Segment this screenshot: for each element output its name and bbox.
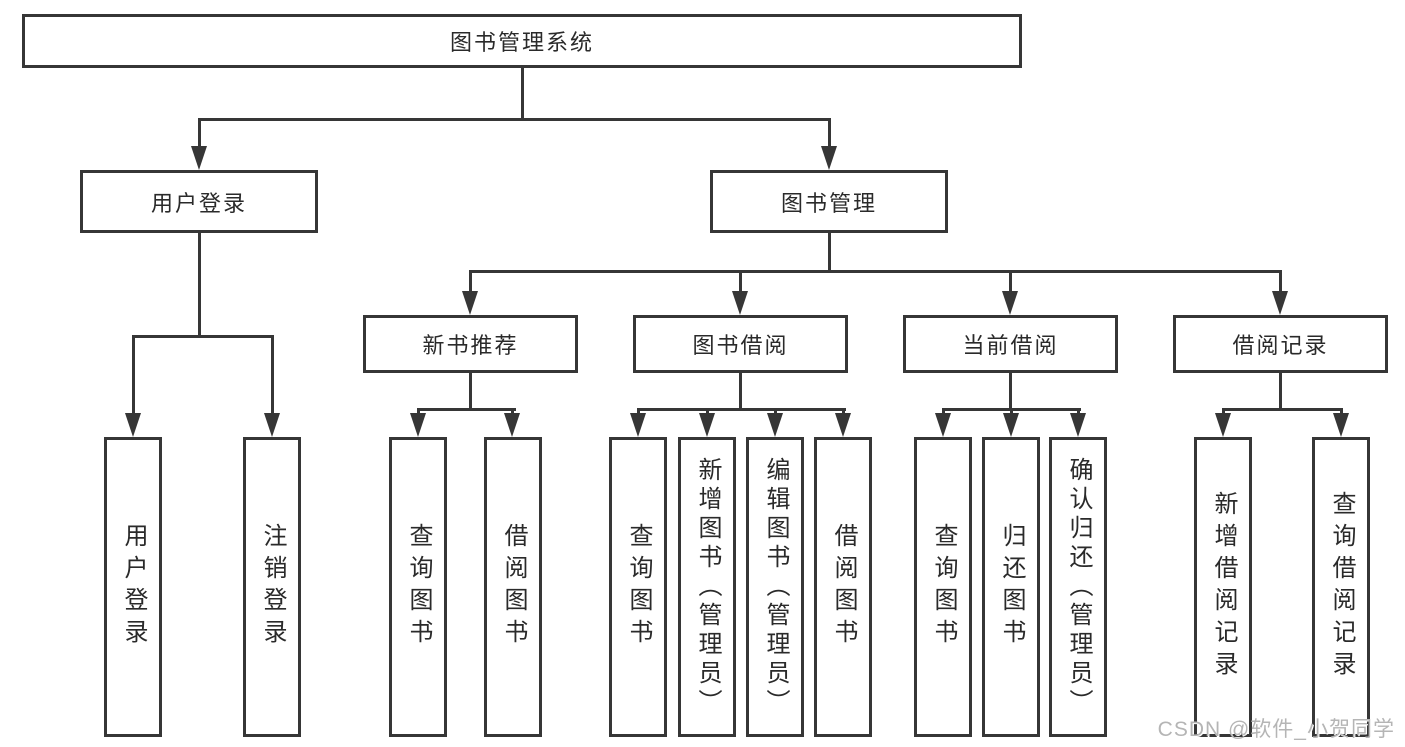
leaf-cb-return-books: 归还图书 bbox=[982, 437, 1040, 737]
node-root: 图书管理系统 bbox=[22, 14, 1022, 68]
connector-line bbox=[739, 270, 742, 293]
connector-line bbox=[469, 270, 472, 293]
leaf-user-login: 用户登录 bbox=[104, 437, 162, 737]
connector-line bbox=[198, 233, 201, 335]
connector-line bbox=[637, 408, 640, 416]
node-user-login: 用户登录 bbox=[80, 170, 318, 233]
connector-line bbox=[1009, 270, 1012, 293]
connector-line bbox=[828, 233, 831, 272]
connector-line bbox=[132, 335, 135, 415]
arrow-head bbox=[699, 413, 715, 437]
connector-line bbox=[1279, 270, 1282, 293]
connector-line bbox=[469, 373, 472, 410]
connector-line bbox=[417, 408, 516, 411]
arrow-head bbox=[935, 413, 951, 437]
arrow-head bbox=[835, 413, 851, 437]
arrow-head bbox=[1003, 413, 1019, 437]
arrow-head bbox=[1002, 291, 1018, 315]
connector-line bbox=[1010, 408, 1013, 416]
connector-line bbox=[198, 118, 831, 121]
leaf-logout: 注销登录 bbox=[243, 437, 301, 737]
connector-line bbox=[1222, 408, 1343, 411]
arrow-head bbox=[125, 413, 141, 437]
node-borrow-records: 借阅记录 bbox=[1173, 315, 1388, 373]
leaf-nb-borrow-books: 借阅图书 bbox=[484, 437, 542, 737]
arrow-head bbox=[191, 146, 207, 170]
node-book-borrowing: 图书借阅 bbox=[633, 315, 848, 373]
connector-line bbox=[521, 68, 524, 118]
node-current-borrowing: 当前借阅 bbox=[903, 315, 1118, 373]
connector-line bbox=[706, 408, 709, 416]
connector-line bbox=[1340, 408, 1343, 416]
connector-line bbox=[469, 270, 1282, 273]
node-new-book-recommend: 新书推荐 bbox=[363, 315, 578, 373]
connector-line bbox=[1222, 408, 1225, 416]
leaf-br-query-record: 查询借阅记录 bbox=[1312, 437, 1370, 737]
arrow-head bbox=[264, 413, 280, 437]
arrow-head bbox=[1215, 413, 1231, 437]
connector-line bbox=[637, 408, 846, 411]
leaf-bb-query-books: 查询图书 bbox=[609, 437, 667, 737]
leaf-cb-query-books: 查询图书 bbox=[914, 437, 972, 737]
arrow-head bbox=[732, 291, 748, 315]
connector-line bbox=[842, 408, 845, 416]
connector-line bbox=[739, 373, 742, 410]
connector-line bbox=[1279, 373, 1282, 410]
arrow-head bbox=[504, 413, 520, 437]
leaf-bb-borrow-books: 借阅图书 bbox=[814, 437, 872, 737]
connector-line bbox=[942, 408, 945, 416]
connector-line bbox=[132, 335, 274, 338]
arrow-head bbox=[821, 146, 837, 170]
connector-line bbox=[271, 335, 274, 415]
arrow-head bbox=[767, 413, 783, 437]
arrow-head bbox=[410, 413, 426, 437]
arrow-head bbox=[1333, 413, 1349, 437]
connector-line bbox=[1009, 373, 1012, 410]
connector-line bbox=[828, 118, 831, 148]
leaf-nb-query-books: 查询图书 bbox=[389, 437, 447, 737]
connector-line bbox=[417, 408, 420, 416]
leaf-cb-confirm-return-admin: 确认归还（管理员） bbox=[1049, 437, 1107, 737]
connector-line bbox=[774, 408, 777, 416]
leaf-bb-edit-books-admin: 编辑图书（管理员） bbox=[746, 437, 804, 737]
arrow-head bbox=[1070, 413, 1086, 437]
node-book-management: 图书管理 bbox=[710, 170, 948, 233]
watermark: CSDN @软件_小贺同学 bbox=[1157, 718, 1395, 741]
leaf-br-add-record: 新增借阅记录 bbox=[1194, 437, 1252, 737]
connector-line bbox=[511, 408, 514, 416]
connector-line bbox=[1077, 408, 1080, 416]
arrow-head bbox=[630, 413, 646, 437]
leaf-bb-add-books-admin: 新增图书（管理员） bbox=[678, 437, 736, 737]
arrow-head bbox=[1272, 291, 1288, 315]
connector-line bbox=[198, 118, 201, 148]
arrow-head bbox=[462, 291, 478, 315]
